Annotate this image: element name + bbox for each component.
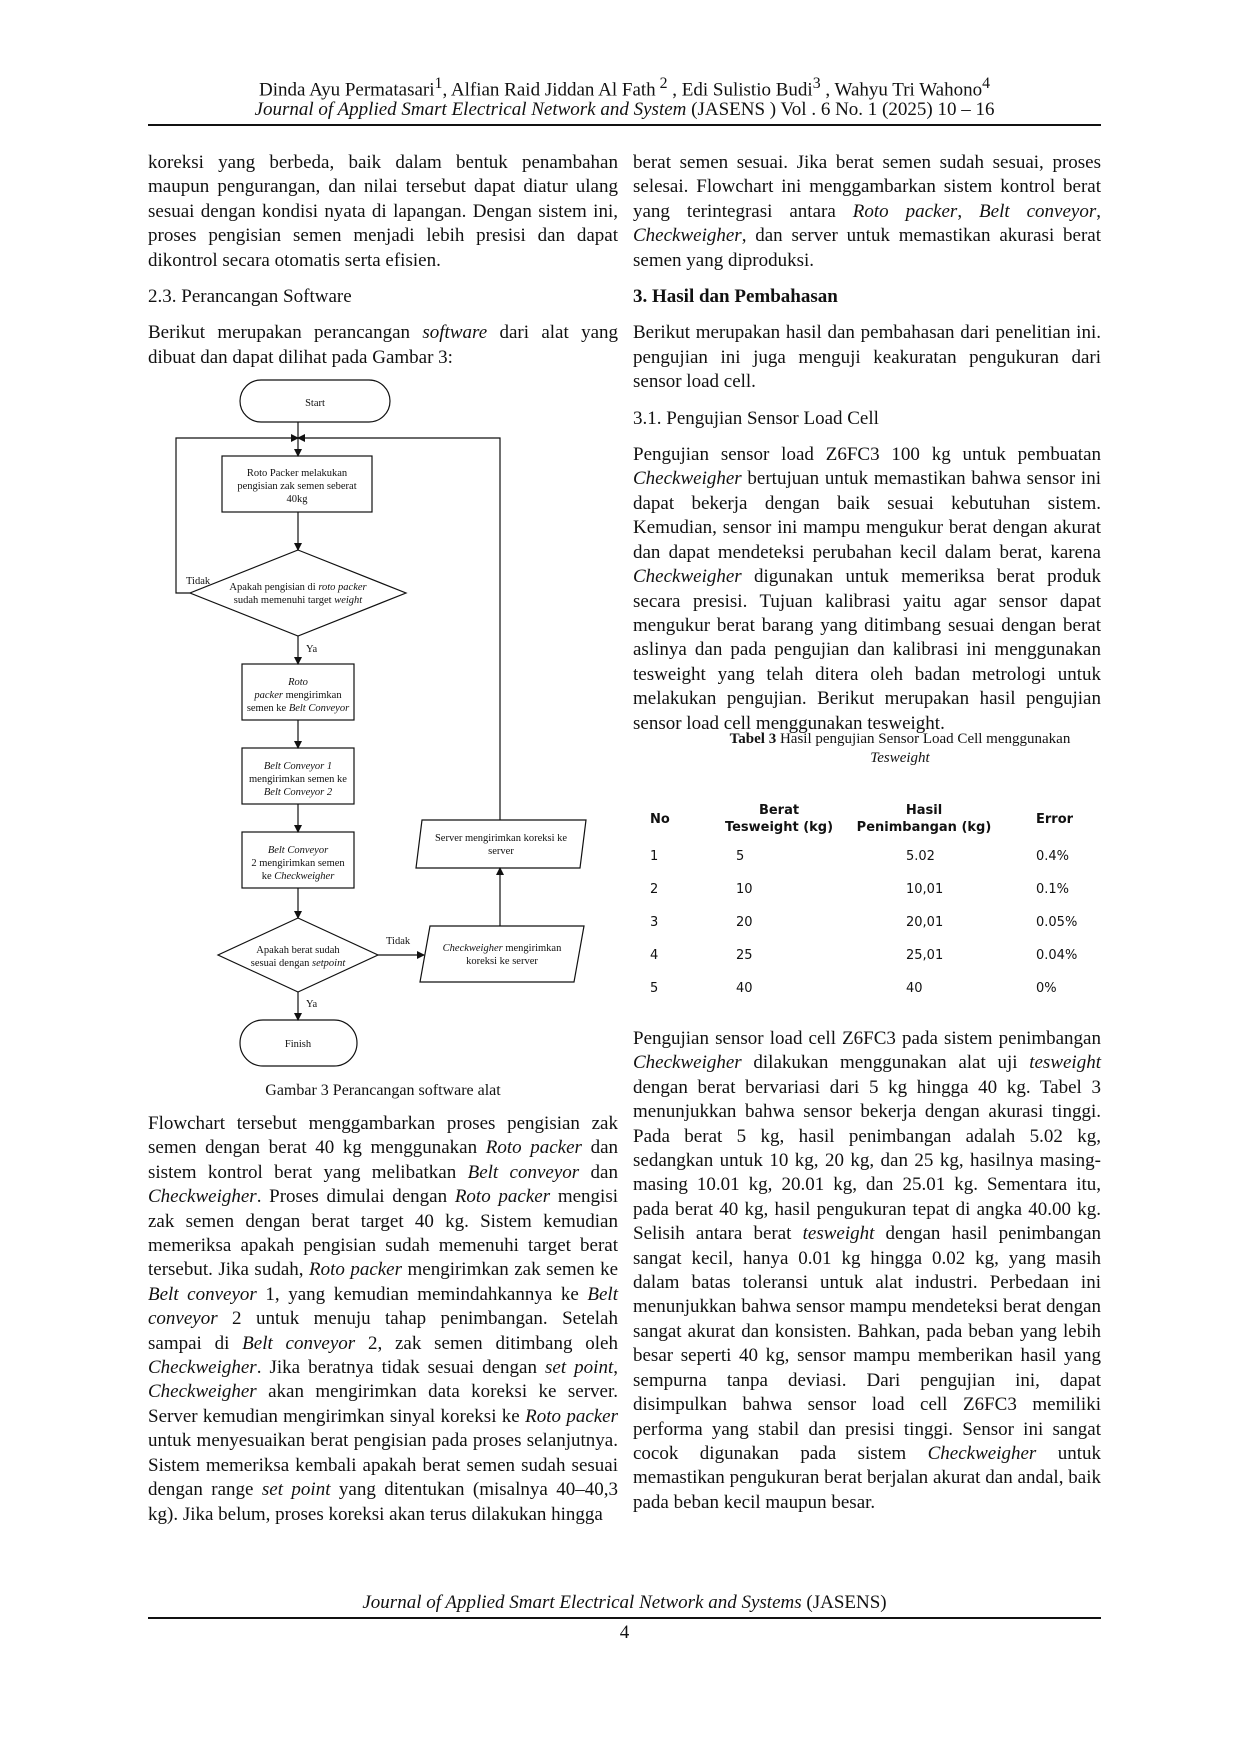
section-heading: 2.3. Perancangan Software <box>148 286 352 308</box>
table-row: 1 5 5.02 0.4% <box>650 840 1100 873</box>
flow-belt1-line2: mengirimkan semen ke <box>249 774 347 785</box>
table-cell: 0.4% <box>1036 849 1070 864</box>
flow-tidak-label-2: Tidak <box>386 936 411 947</box>
flow-roto-send-line2: packer mengirimkan <box>253 690 342 701</box>
flow-ya-label-1: Ya <box>306 644 318 655</box>
table-cell: 25 <box>736 948 753 963</box>
table-cell: 40 <box>906 981 923 996</box>
flow-decision1-node <box>188 549 408 637</box>
right-top-paragraph: berat semen sesuai. Jika berat semen sud… <box>633 152 1101 271</box>
flow-belt2-line1: Belt Conveyor <box>268 845 329 856</box>
table-cell: 3 <box>650 915 659 930</box>
table-cell: 2 <box>650 882 659 897</box>
results-table: No Berat Tesweight (kg) Hasil Penimbanga… <box>650 798 1100 1005</box>
flow-checkweigher-line2: koreksi ke server <box>466 956 538 967</box>
table-cell: 0.1% <box>1036 882 1070 897</box>
flow-decision2-line1: Apakah berat sudah <box>256 945 340 956</box>
table-cell: 5 <box>736 849 745 864</box>
table-row: 4 25 25,01 0.04% <box>650 939 1100 972</box>
left-column-body: Flowchart tersebut menggambarkan proses … <box>148 1112 618 1527</box>
section-text: Berikut merupakan perancangan software d… <box>148 322 618 368</box>
table-cell: 40 <box>736 981 753 996</box>
table-cell: 20,01 <box>906 915 944 930</box>
table-row: 3 20 20,01 0.05% <box>650 906 1100 939</box>
flow-belt2-line3: ke Checkweigher <box>262 871 336 882</box>
th-error: Error <box>1036 811 1074 827</box>
table-body: 1 5 5.02 0.4% 2 10 10,01 0.1% 3 20 20,01 0.05% 4 25 25… <box>650 840 1100 1005</box>
th-berat: Berat Tesweight (kg) <box>724 803 834 835</box>
table-cell: 0.04% <box>1036 948 1078 963</box>
table-cell: 20 <box>736 915 753 930</box>
results-intro: Berikut merupakan hasil dan pembahasan d… <box>633 322 1101 393</box>
flow-server-node <box>415 819 587 869</box>
table-cell: 10 <box>736 882 753 897</box>
flow-decision1-line2: sudah memenuhi target weight <box>234 595 363 606</box>
table-cell: 1 <box>650 849 659 864</box>
table-header-row: No Berat Tesweight (kg) Hasil Penimbanga… <box>650 798 1100 840</box>
th-no: No <box>650 811 670 827</box>
table-cell: 4 <box>650 948 659 963</box>
flow-ya-label-2: Ya <box>306 999 318 1010</box>
flow-server-line2: server <box>488 846 514 857</box>
header-authors: Dinda Ayu Permatasari1, Alfian Raid Jidd… <box>258 75 991 101</box>
header-journal: Journal of Applied Smart Electrical Netw… <box>254 99 995 120</box>
flow-checkweigher-node <box>419 925 585 983</box>
table-cell: 5 <box>650 981 659 996</box>
flow-belt2-line2: 2 mengirimkan semen <box>251 858 345 869</box>
figure-caption: Gambar 3 Perancangan software alat <box>265 1082 501 1099</box>
right-column-top: berat semen sesuai. Jika berat semen sud… <box>633 151 1101 739</box>
flow-belt1-line3: Belt Conveyor 2 <box>264 787 333 798</box>
flow-roto-send-line3: semen ke Belt Conveyor <box>247 703 350 714</box>
flow-server-line1: Server mengirimkan koreksi ke <box>435 833 567 844</box>
table-row: 2 10 10,01 0.1% <box>650 873 1100 906</box>
flow-roto-fill-line3: 40kg <box>287 494 309 505</box>
flowchart-description: Flowchart tersebut menggambarkan proses … <box>148 1113 619 1525</box>
footer-rule <box>148 1617 1101 1619</box>
table-cell: 0% <box>1036 981 1057 996</box>
table-cell: 5.02 <box>906 849 935 864</box>
results-heading: 3. Hasil dan Pembahasan <box>633 286 838 308</box>
table-cell: 10,01 <box>906 882 944 897</box>
table-row: 5 40 40 0% <box>650 972 1100 1005</box>
flow-roto-fill-line1: Roto Packer melakukan <box>247 468 348 479</box>
table-cell: 0.05% <box>1036 915 1078 930</box>
results-discussion: Pengujian sensor load cell Z6FC3 pada si… <box>633 1028 1102 1513</box>
left-intro-paragraph: koreksi yang berbeda, baik dalam bentuk … <box>148 152 618 271</box>
sensor-paragraph: Pengujian sensor load Z6FC3 100 kg untuk… <box>633 444 1101 734</box>
th-hasil: Hasil Penimbangan (kg) <box>856 803 992 835</box>
flowchart-figure: Start Roto Packer melakukan pengisian za… <box>168 378 600 1068</box>
table-cell: 25,01 <box>906 948 944 963</box>
sensor-paragraph-wrap: Pengujian sensor load Z6FC3 100 kg untuk… <box>633 443 1101 739</box>
table-caption: Tabel 3 Hasil pengujian Sensor Load Cell… <box>729 731 1071 766</box>
page-number: 4 <box>619 1622 630 1643</box>
flow-decision2-line2: sesuai dengan setpoint <box>251 958 347 969</box>
flow-start-node <box>239 379 391 423</box>
flow-start-label: Start <box>305 398 325 409</box>
flow-tidak-label-1: Tidak <box>186 576 211 587</box>
flow-finish-label: Finish <box>285 1039 312 1050</box>
flow-checkweigher-line1: Checkweigher mengirimkan <box>443 943 562 954</box>
flow-decision1-line1: Apakah pengisian di roto packer <box>229 582 367 593</box>
subsection-heading: 3.1. Pengujian Sensor Load Cell <box>633 407 879 429</box>
left-column-top: koreksi yang berbeda, baik dalam bentuk … <box>148 151 618 370</box>
footer-journal: Journal of Applied Smart Electrical Netw… <box>362 1592 887 1613</box>
header-rule <box>148 124 1101 126</box>
flow-belt1-line1: Belt Conveyor 1 <box>264 761 332 772</box>
right-column-bottom: Pengujian sensor load cell Z6FC3 pada si… <box>633 1027 1101 1515</box>
flow-roto-fill-line2: pengisian zak semen seberat <box>237 481 356 492</box>
flow-roto-send-line1: Roto <box>287 677 308 688</box>
